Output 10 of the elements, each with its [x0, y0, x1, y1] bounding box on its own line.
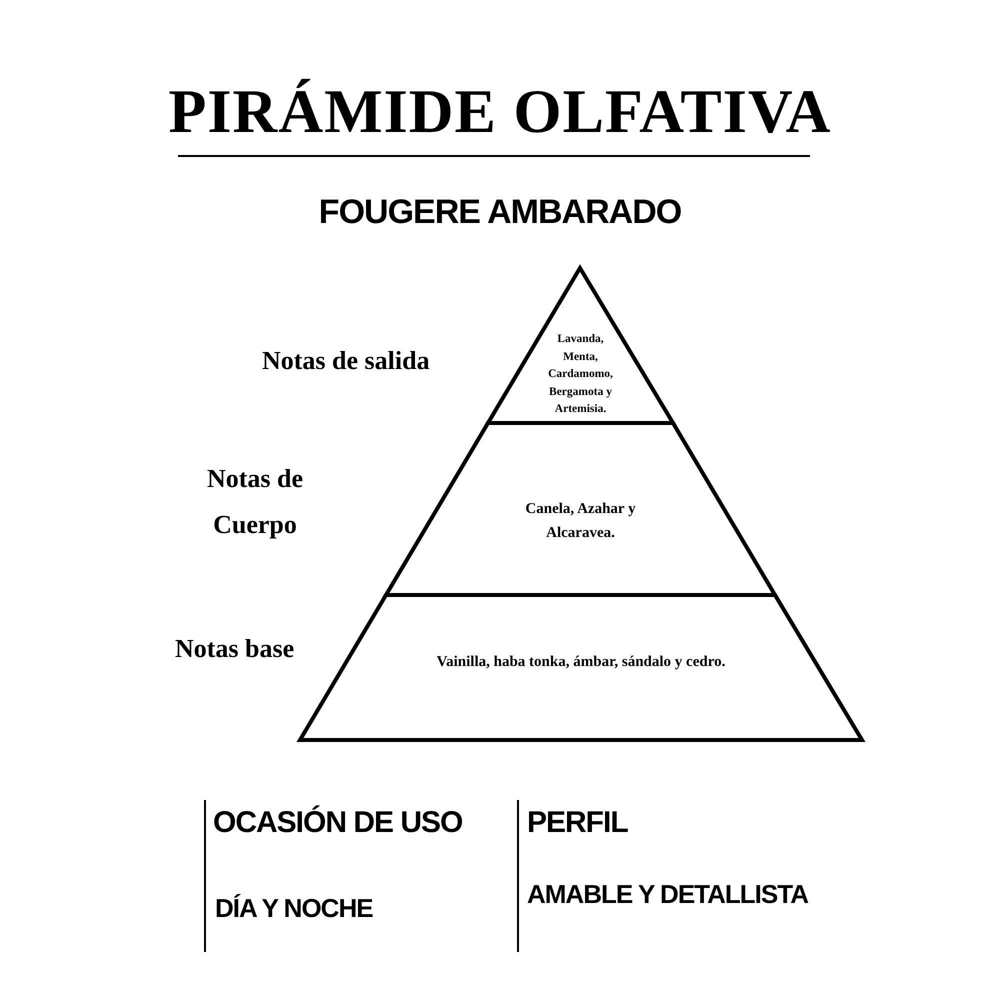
title: PIRÁMIDE OLFATIVA: [168, 77, 832, 148]
tier-label: Notas base: [175, 633, 296, 665]
tier-label: Notas de Cuerpo: [206, 463, 304, 541]
section-value: DÍA Y NOCHE: [215, 892, 374, 925]
subtitle: FOUGERE AMBARADO: [318, 192, 682, 233]
section-heading: PERFIL: [527, 805, 629, 841]
section-heading: OCASIÓN DE USO: [213, 804, 464, 841]
tier-notes: Canela, Azahar y Alcaravea.: [524, 500, 637, 543]
tier-label: Notas de salida: [262, 345, 431, 377]
section-value: AMABLE Y DETALLISTA: [527, 878, 810, 911]
